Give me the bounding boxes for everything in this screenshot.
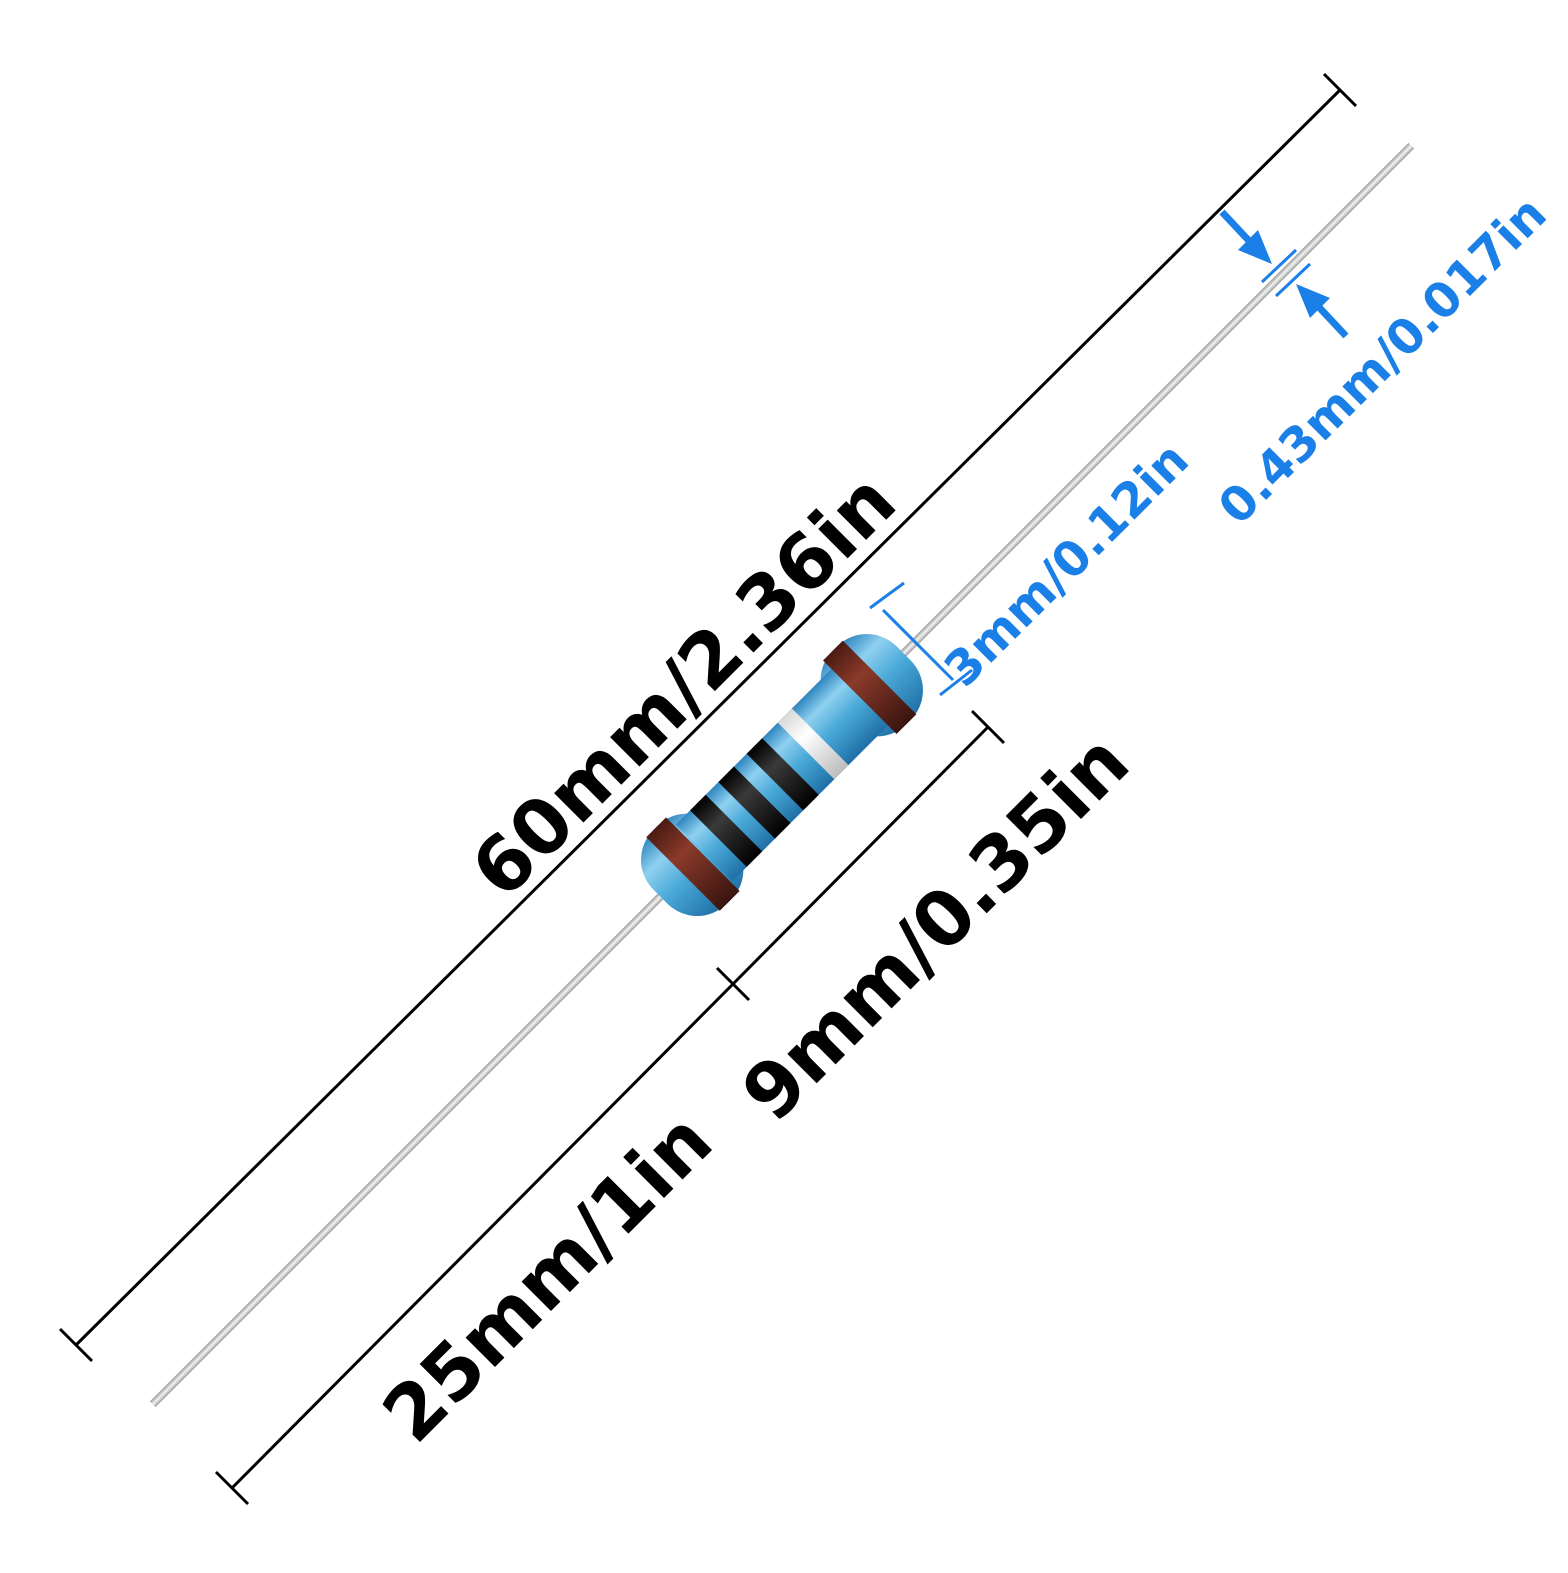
arrow-down-icon: [1219, 209, 1255, 247]
lead-length-label: 25mm/1in: [366, 1096, 729, 1459]
arrow-up-icon: [1313, 301, 1349, 339]
band-5-silver: [777, 708, 849, 780]
lead-diameter-dimension: [1219, 209, 1349, 339]
total-length-dimension-line: [58, 72, 1358, 1363]
band-2-black: [690, 794, 763, 867]
band-1-brown: [646, 817, 740, 911]
band-4-black: [746, 738, 819, 811]
body-length-dimension-line: [715, 709, 1006, 1002]
band-6-brown: [823, 640, 917, 734]
band-3-black: [718, 766, 791, 839]
lead-length-dimension-line: [214, 982, 735, 1506]
resistor-lead-left: [149, 892, 665, 1408]
body-diameter-dimension: [869, 581, 973, 697]
resistor-component: [149, 142, 1415, 1408]
resistor-lead-right: [899, 142, 1415, 658]
body-diameter-label: 3mm/0.12in: [934, 432, 1200, 698]
